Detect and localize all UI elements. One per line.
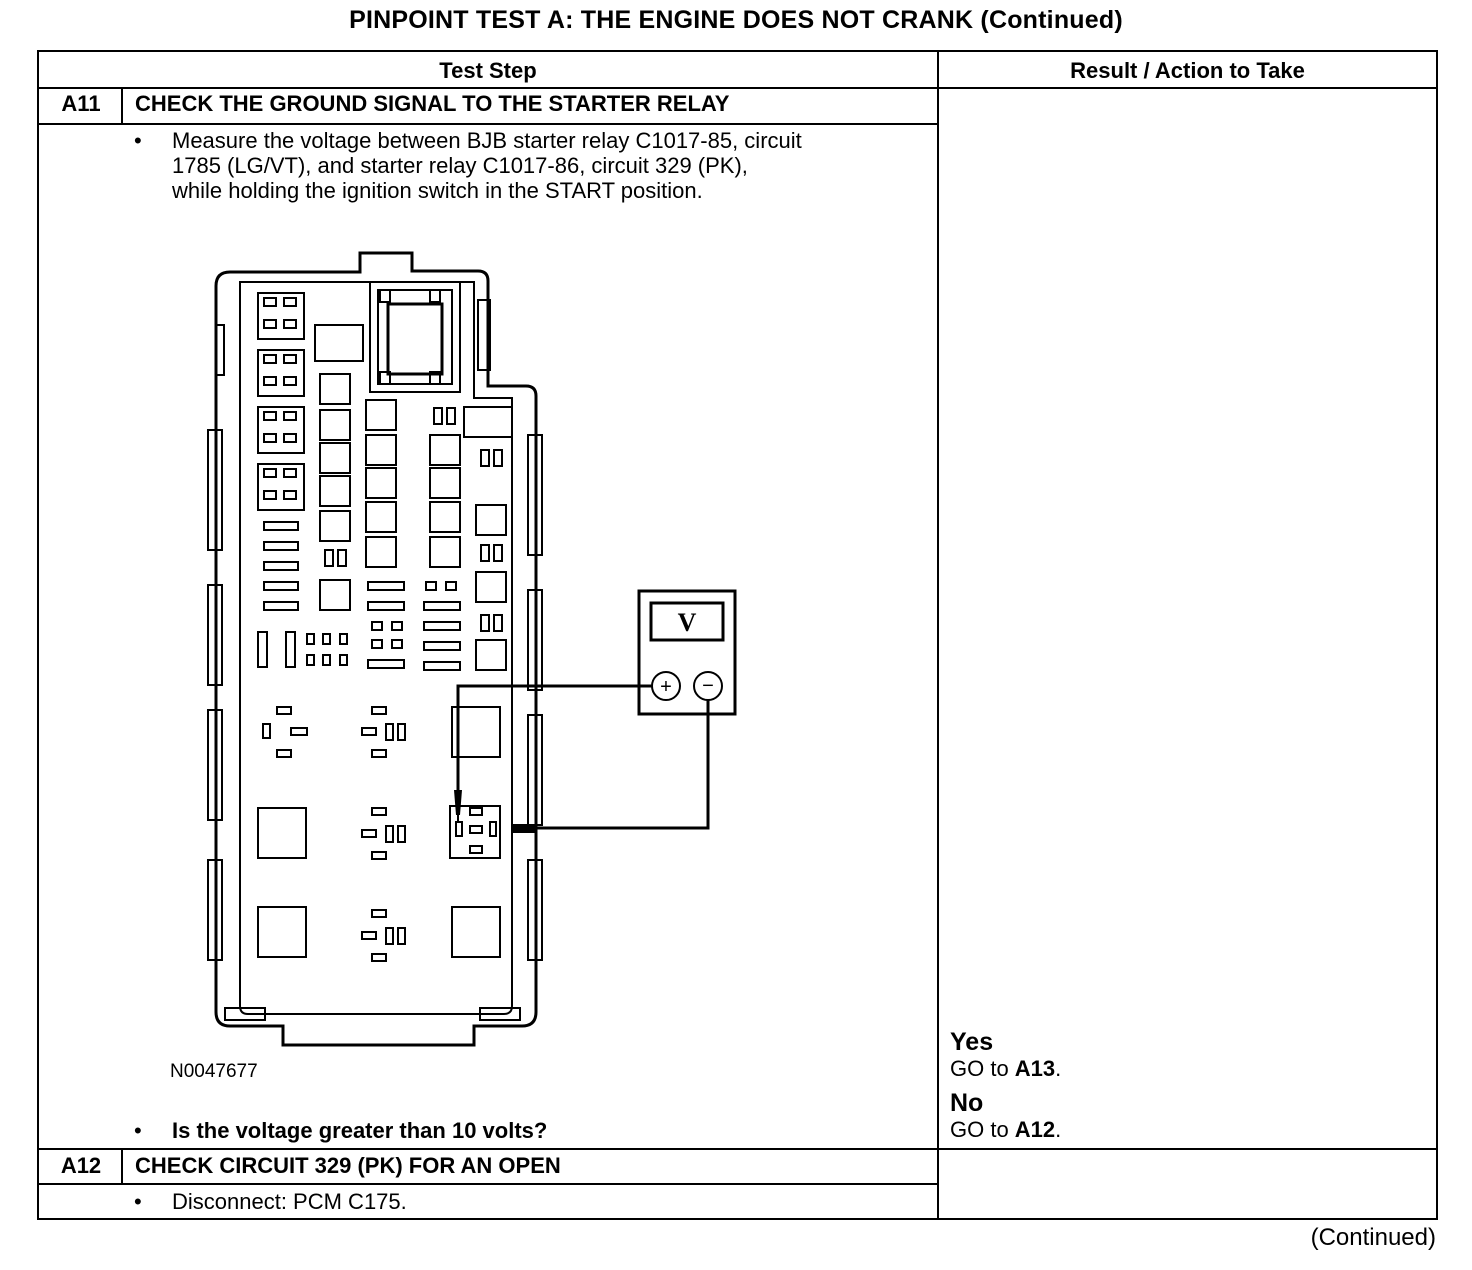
test-leads [456, 684, 710, 830]
result-no-label: No [950, 1089, 984, 1117]
positive-probe [454, 790, 462, 815]
header-divider [39, 87, 1436, 89]
instruction-line-2: 1785 (LG/VT), and starter relay C1017-86… [172, 153, 748, 178]
instruction-line-1: Measure the voltage between BJB starter … [172, 128, 802, 153]
plus-terminal: + [660, 676, 672, 698]
step-id-a12: A12 [60, 1153, 102, 1178]
bjb-inner-wall [239, 281, 513, 1015]
header-test-step: Test Step [439, 58, 537, 83]
a12-title-divider [39, 1183, 937, 1185]
step-title-a11: CHECK THE GROUND SIGNAL TO THE STARTER R… [135, 91, 730, 116]
a11-id-divider [121, 87, 123, 124]
a11-title-divider [39, 123, 937, 125]
page-title: PINPOINT TEST A: THE ENGINE DOES NOT CRA… [349, 6, 1123, 34]
column-divider [937, 52, 939, 1218]
a12-id-divider [121, 1148, 123, 1184]
result-no-action: GO to A12. [950, 1117, 1062, 1142]
continued-note: (Continued) [1310, 1224, 1436, 1251]
a12-instruction-line-1: Disconnect: PCM C175. [172, 1189, 407, 1214]
a12-top-divider [39, 1148, 1436, 1150]
bullet: • [134, 1118, 142, 1143]
minus-terminal: − [702, 675, 714, 697]
voltmeter-symbol: V [678, 608, 697, 637]
instruction-line-3: while holding the ignition switch in the… [172, 178, 703, 203]
step-title-a12: CHECK CIRCUIT 329 (PK) FOR AN OPEN [135, 1153, 561, 1178]
negative-probe [512, 824, 536, 833]
bjb-housing [214, 251, 538, 1047]
result-yes-action: GO to A13. [950, 1056, 1062, 1081]
bullet: • [134, 1189, 142, 1214]
result-yes-label: Yes [950, 1028, 994, 1056]
question: Is the voltage greater than 10 volts? [172, 1118, 548, 1143]
bullet: • [134, 128, 142, 153]
step-id-a11: A11 [61, 91, 101, 116]
pinpoint-test-table: Test Step Result / Action to Take A11 CH… [37, 50, 1438, 1220]
figure-id: N0047677 [170, 1061, 258, 1082]
header-result-action: Result / Action to Take [1070, 58, 1305, 83]
